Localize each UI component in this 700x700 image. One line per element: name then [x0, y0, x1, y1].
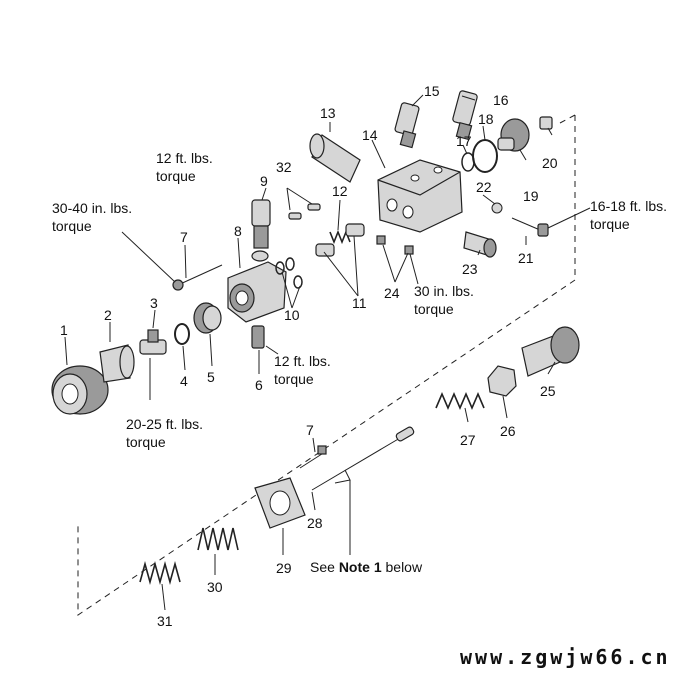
part-22-washer: [491, 202, 503, 214]
leader-lines: [64, 94, 591, 611]
torque-note-7-line2: torque: [52, 218, 92, 234]
part-18-oring: [472, 139, 498, 173]
part-5-bushing: [193, 302, 222, 334]
label-part-9: 9: [260, 173, 268, 189]
note-suffix: below: [382, 559, 423, 575]
torque-note-9-line2: torque: [156, 168, 196, 184]
label-part-29: 29: [276, 560, 292, 576]
label-part-10: 10: [284, 307, 300, 323]
label-part-25: 25: [540, 383, 556, 399]
label-part-17: 17: [456, 133, 472, 149]
torque-note-9-line1: 12 ft. lbs.: [156, 150, 213, 166]
part-16-fitting: [452, 90, 478, 141]
label-part-3: 3: [150, 295, 158, 311]
part-8-block: [227, 261, 287, 323]
label-part-31: 31: [157, 613, 173, 629]
label-part-8: 8: [234, 223, 242, 239]
part-6-plug: [251, 325, 265, 349]
label-part-20: 20: [542, 155, 558, 171]
part-25-adjuster: [521, 326, 580, 377]
torque-note-7-line1: 30-40 in. lbs.: [52, 200, 132, 216]
label-part-7: 7: [180, 229, 188, 245]
part-15-fitting: [394, 102, 420, 149]
label-part-7b: 7: [306, 422, 314, 438]
note-reference: See Note 1 below: [310, 559, 423, 575]
label-part-13: 13: [320, 105, 336, 121]
torque-note-3-line1: 20-25 ft. lbs.: [126, 416, 203, 432]
part-21-bolt: [511, 217, 549, 237]
torque-note-24-line1: 30 in. lbs.: [414, 283, 474, 299]
label-part-28: 28: [307, 515, 323, 531]
part-7-screw-upper: [172, 264, 223, 291]
label-part-23: 23: [462, 261, 478, 277]
label-part-19: 19: [523, 188, 539, 204]
part-20-nut: [539, 116, 553, 130]
part-14-manifold: [377, 159, 463, 233]
label-part-32: 32: [276, 159, 292, 175]
torque-note-6-line2: torque: [274, 371, 314, 387]
part-19-knob: [497, 118, 530, 152]
torque-note-21-line2: torque: [590, 216, 630, 232]
label-part-22: 22: [476, 179, 492, 195]
label-part-4: 4: [180, 373, 188, 389]
part-4-oring: [174, 323, 190, 345]
note-prefix: See: [310, 559, 339, 575]
label-part-6: 6: [255, 377, 263, 393]
part-32-pins: [288, 203, 321, 220]
torque-note-3-line2: torque: [126, 434, 166, 450]
part-23-valve: [463, 231, 497, 258]
torque-note-21-line1: 16-18 ft. lbs.: [590, 198, 667, 214]
label-part-16: 16: [493, 92, 509, 108]
part-11-pistons: [315, 223, 365, 257]
watermark-text: www.zgwjw66.cn: [460, 645, 671, 669]
torque-note-24-line2: torque: [414, 301, 454, 317]
label-part-5: 5: [207, 369, 215, 385]
label-part-15: 15: [424, 83, 440, 99]
label-part-21: 21: [518, 250, 534, 266]
part-24-setscrews: [376, 235, 414, 255]
label-part-11: 11: [352, 295, 367, 311]
label-part-26: 26: [500, 423, 516, 439]
part-2-cap: [99, 344, 135, 383]
label-part-24: 24: [384, 285, 400, 301]
note-bold: Note 1: [339, 559, 382, 575]
label-part-12: 12: [332, 183, 348, 199]
part-30-spring: [197, 527, 239, 551]
part-9-fitting: [251, 199, 271, 262]
part-27-spring: [435, 391, 485, 411]
label-part-18: 18: [478, 111, 494, 127]
part-1-knurled-nut: [51, 365, 109, 415]
label-part-30: 30: [207, 579, 223, 595]
part-13-cylinder: [309, 133, 361, 183]
part-10-orings: [275, 257, 303, 289]
part-28-needle: [311, 426, 415, 491]
label-part-1: 1: [60, 322, 68, 338]
part-29-flange: [254, 477, 306, 529]
part-31-spring: [139, 561, 181, 585]
label-part-14: 14: [362, 127, 378, 143]
label-part-2: 2: [104, 307, 112, 323]
part-26-nut: [487, 365, 517, 397]
label-part-27: 27: [460, 432, 476, 448]
part-7-screw-lower: [299, 445, 327, 469]
part-3-fitting: [139, 329, 167, 355]
torque-note-6-line1: 12 ft. lbs.: [274, 353, 331, 369]
